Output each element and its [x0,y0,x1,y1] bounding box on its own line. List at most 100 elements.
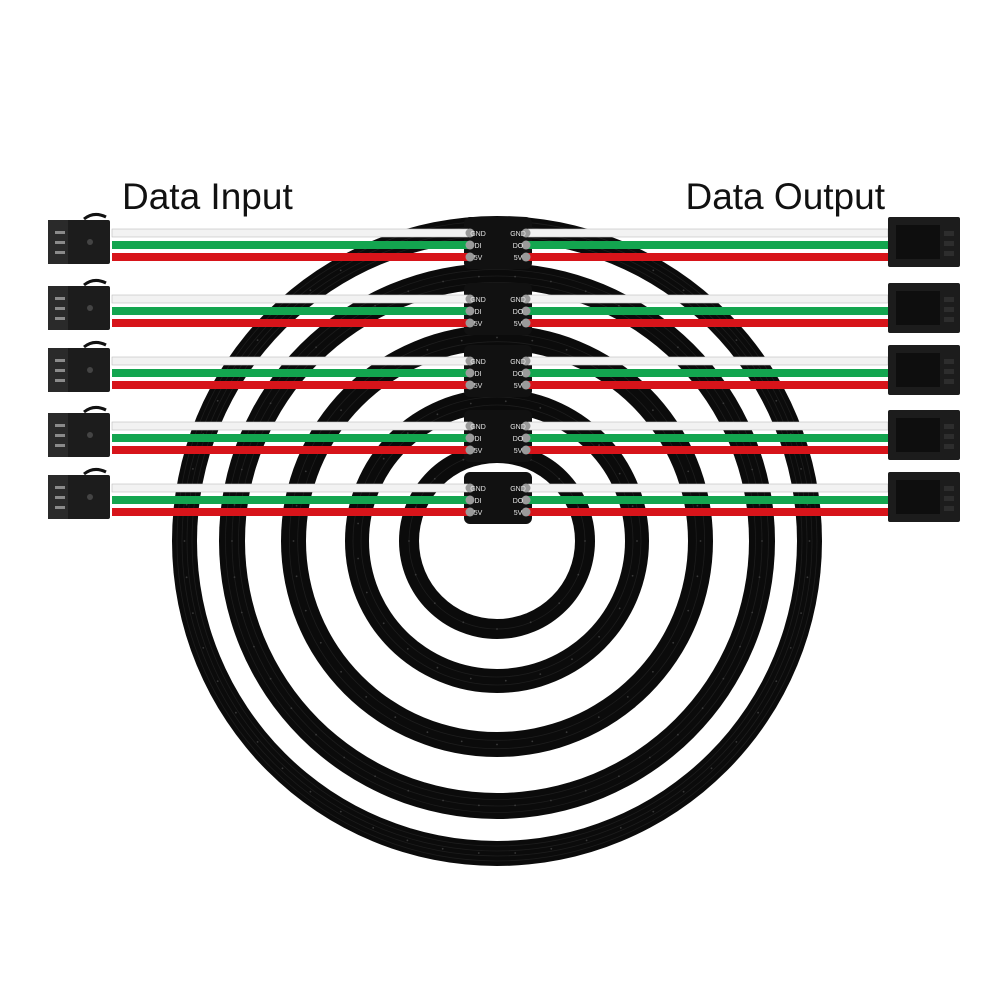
led-dot [340,670,342,673]
connector-cavity [896,353,940,387]
solder-joint [465,421,475,431]
connector-latch [87,432,93,438]
connector-slot [944,359,954,364]
pad-label-5v-in: 5V [474,321,483,328]
connector-pin [55,424,65,427]
solder-joint [521,306,531,316]
red-wire-output [528,446,888,454]
pad-label-do: DO [513,436,524,443]
red-wire-input [112,508,468,516]
output-connector-1 [888,217,960,267]
led-dot [462,458,465,461]
connector-slot [944,251,954,256]
led-dot [710,767,713,770]
connector-slot [944,379,954,384]
solder-pad-block [464,345,532,397]
led-dot [751,468,754,471]
led-dot [235,711,237,714]
green-wire-output [528,241,888,249]
led-dot [256,339,259,341]
led-dot [758,576,761,578]
solder-pad-block [464,410,532,462]
solder-joint [521,445,531,455]
led-dot [269,677,272,680]
led-dot [496,336,498,339]
led-dot [550,799,552,802]
led-dot [584,789,587,792]
led-dot [652,409,654,412]
connector-pin [55,359,65,362]
red-wire-input [112,253,468,261]
pad-label-di: DI [475,371,482,378]
led-dot [514,804,516,807]
led-dot [233,504,236,506]
connector-slot [944,307,954,312]
led-dot [309,790,312,793]
led-dot [722,677,725,680]
pad-label-do: DO [513,498,524,505]
led-dot [357,522,359,525]
led-dot [558,602,561,605]
white-wire-output [527,356,889,366]
connector-pin [55,486,65,489]
red-wire-output [528,508,888,516]
led-dot [800,612,802,614]
led-dot [240,611,243,614]
connector-clip [83,467,107,476]
led-dot [433,602,436,605]
pad-label-do: DO [513,243,524,250]
connector-slot [944,486,954,491]
connector-pin [55,506,65,509]
cable-harness: GNDDI5VGNDDO5VGNDDI5VGNDDO5VGNDDI5VGNDDO… [111,217,889,524]
led-dot [565,731,568,734]
green-wire-output [528,369,888,377]
input-connector-5 [48,467,110,519]
ring-trace [238,282,756,800]
led-dot [442,799,444,802]
led-dot [414,573,417,576]
led-dot [808,540,811,542]
led-dot [775,399,778,402]
white-wire-input [111,421,469,431]
connector-latch [87,494,93,500]
led-dot [406,648,409,650]
connector-latch [87,367,93,373]
led-ring-boards [172,216,822,866]
led-dot [231,540,233,542]
led-dot [295,575,298,578]
solder-joint [521,507,531,517]
led-dot [677,733,679,736]
solder-joint [521,380,531,390]
connector-latch [87,305,93,311]
connector-pin [55,307,65,310]
led-dot [477,852,480,854]
led-dot [677,346,679,349]
green-wire-input [112,307,468,315]
led-dot [652,810,655,813]
led-dot [496,743,498,746]
led-dot [462,621,465,624]
led-dot [696,504,699,507]
pad-label-5v-in: 5V [474,255,483,262]
pad-label-gnd-out: GND [510,359,526,366]
led-dot [789,647,792,649]
solder-joint [465,294,475,304]
led-dot [192,468,194,470]
led-dot [619,827,622,829]
output-connector-3 [888,345,960,395]
pad-label-gnd-in: GND [470,486,486,493]
led-dot [514,852,517,854]
led-dot [682,289,685,292]
led-dot [408,540,410,542]
led-dot [478,804,480,807]
pad-label-5v-out: 5V [514,321,523,328]
led-dot [496,628,498,630]
led-dot [216,399,219,402]
led-dot [597,716,600,719]
led-dot [192,612,194,614]
led-dot [460,339,463,342]
led-dot [757,711,759,714]
led-dot [202,647,205,649]
